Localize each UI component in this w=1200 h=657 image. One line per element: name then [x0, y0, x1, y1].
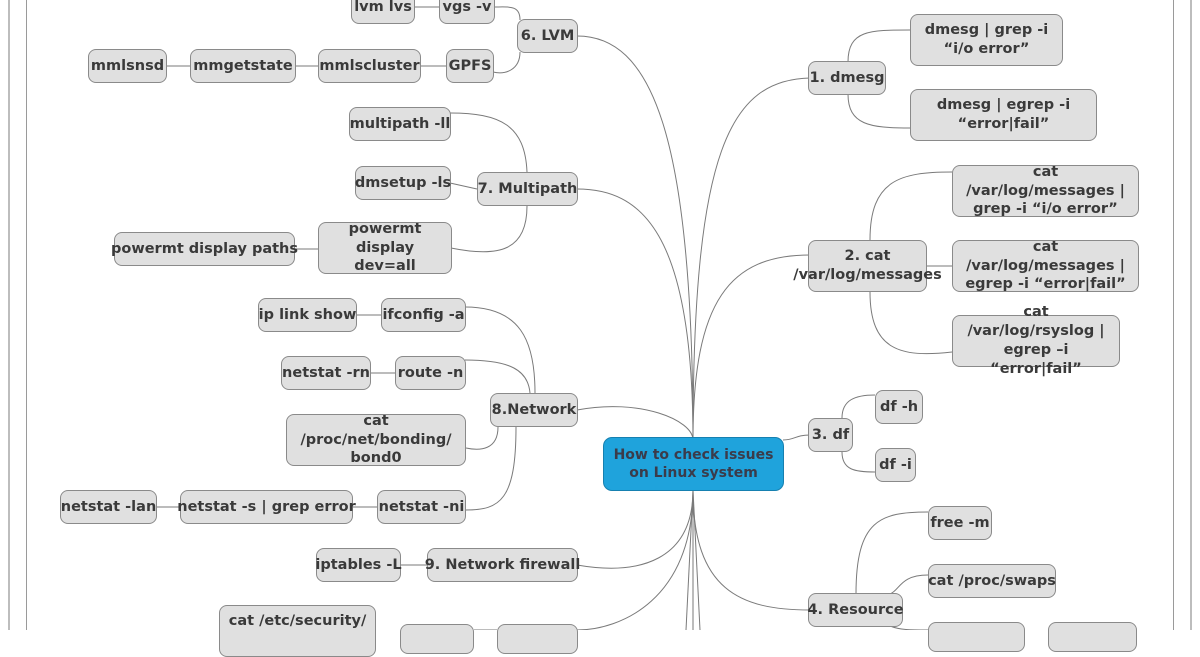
- leaf-iptables-l[interactable]: iptables -L: [315, 548, 402, 582]
- leaf-resource-partial-2[interactable]: [1048, 622, 1137, 652]
- leaf-powermt-display-dev[interactable]: powermt display dev=all: [318, 221, 452, 274]
- leaf-resource-partial-1[interactable]: [928, 622, 1025, 652]
- leaf-etc-security[interactable]: cat /etc/security/: [219, 605, 376, 657]
- branch-multipath[interactable]: 7. Multipath: [477, 172, 578, 206]
- leaf-dmesg-grep[interactable]: dmesg | grep -i “i/o error”: [910, 14, 1063, 66]
- leaf-ip-link-show[interactable]: ip link show: [258, 298, 357, 332]
- leaf-messages-grep[interactable]: cat /var/log/messages | grep -i “i/o err…: [952, 164, 1139, 217]
- leaf-dmsetup-ls[interactable]: dmsetup -ls: [355, 166, 451, 200]
- leaf-df-i[interactable]: df -i: [875, 448, 916, 482]
- leaf-gpfs[interactable]: GPFS: [446, 49, 494, 83]
- link-root-firewall: [576, 489, 694, 569]
- leaf-mmlsnsd[interactable]: mmlsnsd: [88, 49, 167, 83]
- branch-messages[interactable]: 2. cat /var/log/messages: [793, 240, 942, 292]
- branch-security-partial[interactable]: [497, 624, 578, 654]
- leaf-ifconfig-a[interactable]: ifconfig -a: [381, 298, 466, 332]
- link-root-dmesg: [692, 77, 811, 441]
- root-topic[interactable]: How to check issues on Linux system: [603, 437, 784, 491]
- branch-network[interactable]: 8.Network: [490, 393, 578, 427]
- leaf-netstat-lan[interactable]: netstat -lan: [60, 490, 157, 524]
- leaf-free-m[interactable]: free -m: [928, 506, 992, 540]
- window-frame-left: [8, 0, 10, 630]
- link-root-network: [576, 406, 694, 441]
- link-root-security: [576, 489, 694, 630]
- branch-df[interactable]: 3. df: [808, 418, 853, 452]
- window-frame-right-inner: [1173, 0, 1174, 630]
- leaf-proc-net-bonding[interactable]: cat /proc/net/bonding/ bond0: [286, 413, 466, 466]
- leaf-df-h[interactable]: df -h: [875, 390, 923, 424]
- leaf-security-partial-1[interactable]: [400, 624, 474, 654]
- leaf-rsyslog-egrep[interactable]: cat /var/log/rsyslog | egrep –i “error|f…: [952, 304, 1120, 377]
- branch-network-firewall[interactable]: 9. Network firewall: [425, 548, 580, 582]
- leaf-route-n[interactable]: route -n: [395, 356, 466, 390]
- leaf-lvm-lvs[interactable]: lvm lvs: [351, 0, 415, 24]
- link-root-resource: [692, 489, 811, 611]
- window-frame-right: [1190, 0, 1192, 630]
- leaf-netstat-ni[interactable]: netstat -ni: [377, 490, 466, 524]
- leaf-powermt-display-paths[interactable]: powermt display paths: [111, 232, 298, 266]
- leaf-multipath-ll[interactable]: multipath -ll: [349, 107, 451, 141]
- link-root-multipath: [576, 188, 694, 441]
- leaf-mmgetstate[interactable]: mmgetstate: [190, 49, 296, 83]
- window-frame-left-inner: [26, 0, 27, 630]
- branch-dmesg[interactable]: 1. dmesg: [808, 61, 886, 95]
- link-root-messages: [692, 254, 811, 441]
- leaf-netstat-s-grep[interactable]: netstat -s | grep error: [177, 490, 356, 524]
- leaf-proc-swaps[interactable]: cat /proc/swaps: [928, 564, 1056, 598]
- link-root-down-3: [692, 489, 701, 630]
- leaf-dmesg-egrep[interactable]: dmesg | egrep -i “error|fail”: [910, 89, 1097, 141]
- branch-lvm[interactable]: 6. LVM: [517, 19, 578, 53]
- link-root-lvm: [576, 35, 694, 441]
- leaf-vgs-v[interactable]: vgs -v: [439, 0, 495, 24]
- leaf-mmlscluster[interactable]: mmlscluster: [318, 49, 421, 83]
- leaf-messages-egrep[interactable]: cat /var/log/messages | egrep -i “error|…: [952, 239, 1139, 292]
- link-root-df: [782, 434, 811, 441]
- branch-resource[interactable]: 4. Resource: [807, 593, 904, 627]
- leaf-netstat-rn[interactable]: netstat -rn: [281, 356, 371, 390]
